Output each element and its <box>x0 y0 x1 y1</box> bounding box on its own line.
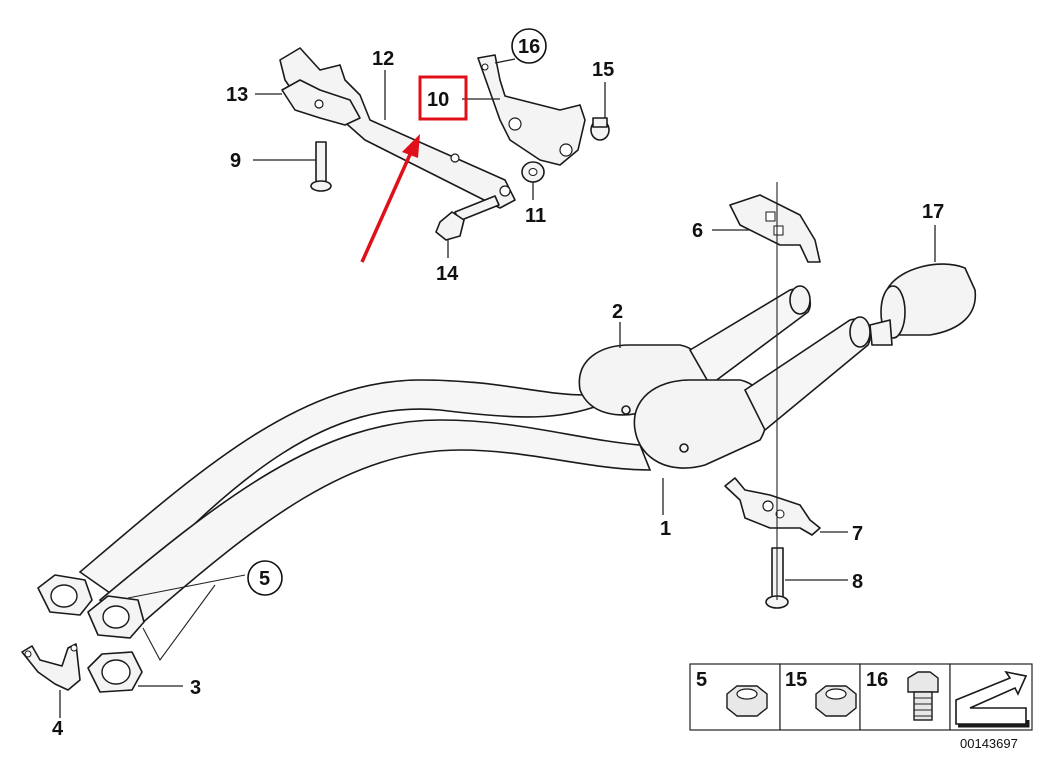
legend-item-5: 5 <box>696 669 707 691</box>
callout-4: 4 <box>52 718 64 740</box>
gasket[interactable] <box>87 651 143 693</box>
support-strap-part-12[interactable] <box>279 47 516 209</box>
callout-14: 14 <box>436 263 459 285</box>
callout-15: 15 <box>592 59 614 81</box>
nut-icon <box>815 685 857 717</box>
flange-right[interactable] <box>87 595 145 639</box>
front-pipe-assembly[interactable] <box>78 285 872 626</box>
nut-icon <box>726 685 768 717</box>
flange-left[interactable] <box>37 574 93 616</box>
diagram-id: 00143697 <box>960 736 1018 751</box>
callout-3: 3 <box>190 677 201 699</box>
callout-17: 17 <box>922 201 944 223</box>
bolt-part-9[interactable] <box>310 141 332 192</box>
callout-1: 1 <box>660 518 671 540</box>
callout-10-highlight-box[interactable]: 10 <box>418 75 468 121</box>
bolt-part-14[interactable] <box>435 195 500 241</box>
callout-6: 6 <box>692 220 703 242</box>
callout-7: 7 <box>852 523 863 545</box>
callout-11: 11 <box>525 205 546 227</box>
callout-10: 10 <box>427 89 449 111</box>
arrow-ramp-icon <box>955 670 1030 728</box>
callout-9: 9 <box>230 150 241 172</box>
washer-part-11[interactable] <box>521 161 545 183</box>
legend-item-15: 15 <box>785 669 807 691</box>
bracket-part-10[interactable] <box>477 54 586 166</box>
legend-item-16: 16 <box>866 669 888 691</box>
bracket-part-4[interactable] <box>21 643 81 691</box>
hanger-part-6[interactable] <box>729 194 821 263</box>
nut-part-15[interactable] <box>590 117 610 141</box>
callout-2: 2 <box>612 301 623 323</box>
bolt-icon <box>907 671 939 721</box>
callout-8: 8 <box>852 571 863 593</box>
callout-12: 12 <box>372 48 394 70</box>
clamp-part-17[interactable] <box>869 263 977 346</box>
callout-5-circle: 5 <box>247 560 283 596</box>
callout-16: 16 <box>518 36 540 58</box>
hanger-part-7[interactable] <box>724 477 821 536</box>
red-arrow-icon <box>360 134 420 263</box>
callout-16-circle: 16 <box>511 28 547 64</box>
parts-legend: 5 15 16 <box>689 663 1033 731</box>
callout-13: 13 <box>226 84 248 106</box>
callout-5: 5 <box>259 568 270 590</box>
